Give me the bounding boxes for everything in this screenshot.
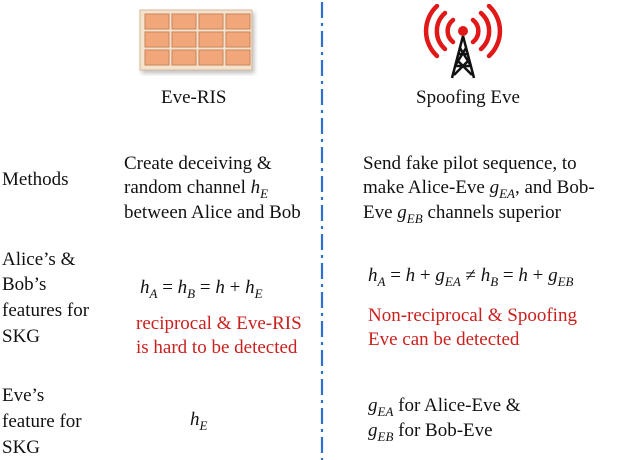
spoofing-eve-header: Spoofing Eve (416, 87, 520, 108)
spoofing-eve-feature-line2: gEB for Bob-Eve (368, 420, 493, 444)
spoofing-method-line3: Eve gEB channels superior (363, 202, 561, 226)
ris-tile (144, 13, 170, 30)
spoofing-method-line1: Send fake pilot sequence, to (363, 153, 577, 174)
ris-panel-icon (139, 9, 253, 71)
eve-ris-method-line1: Create deceiving & (124, 153, 272, 174)
eve-ris-note-line1: reciprocal & Eve-RIS (136, 313, 302, 334)
ris-tile (198, 31, 224, 48)
features-label-line3: features for (2, 300, 90, 321)
spoofing-note-line2: Eve can be detected (368, 329, 520, 350)
features-label-line1: Alice’s & (2, 249, 76, 270)
ris-tile (144, 31, 170, 48)
spoofing-method-line2: make Alice-Eve gEA, and Bob- (363, 177, 595, 201)
ris-tile (144, 49, 170, 66)
eve-ris-method-line3: between Alice and Bob (124, 202, 301, 223)
spoofing-eve-feature-line1: gEA for Alice-Eve & (368, 395, 521, 419)
eve-ris-method-line2: random channel hE (124, 177, 269, 201)
ris-tile (225, 31, 251, 48)
ris-tile (171, 31, 197, 48)
antenna-tower-icon (423, 4, 503, 79)
column-divider (320, 2, 324, 460)
ris-tile (171, 49, 197, 66)
features-label-line2: Bob’s (2, 274, 47, 295)
features-label-line4: SKG (2, 326, 41, 347)
ris-tile (198, 13, 224, 30)
eve-label-line2: feature for (2, 411, 82, 432)
eve-ris-eve-feature: hE (190, 409, 208, 433)
methods-label: Methods (2, 169, 69, 190)
eve-ris-feature-equation: hA = hB = h + hE (140, 277, 263, 301)
eve-ris-note-line2: is hard to be detected (136, 337, 298, 358)
eve-label-line1: Eve’s (2, 385, 45, 406)
ris-tile (198, 49, 224, 66)
ris-tile (225, 13, 251, 30)
eve-label-line3: SKG (2, 437, 41, 458)
ris-tile (225, 49, 251, 66)
spoofing-feature-equation: hA = h + gEA ≠ hB = h + gEB (368, 265, 574, 289)
ris-tile (171, 13, 197, 30)
spoofing-note-line1: Non-reciprocal & Spoofing (368, 305, 577, 326)
eve-ris-header: Eve-RIS (161, 87, 227, 108)
